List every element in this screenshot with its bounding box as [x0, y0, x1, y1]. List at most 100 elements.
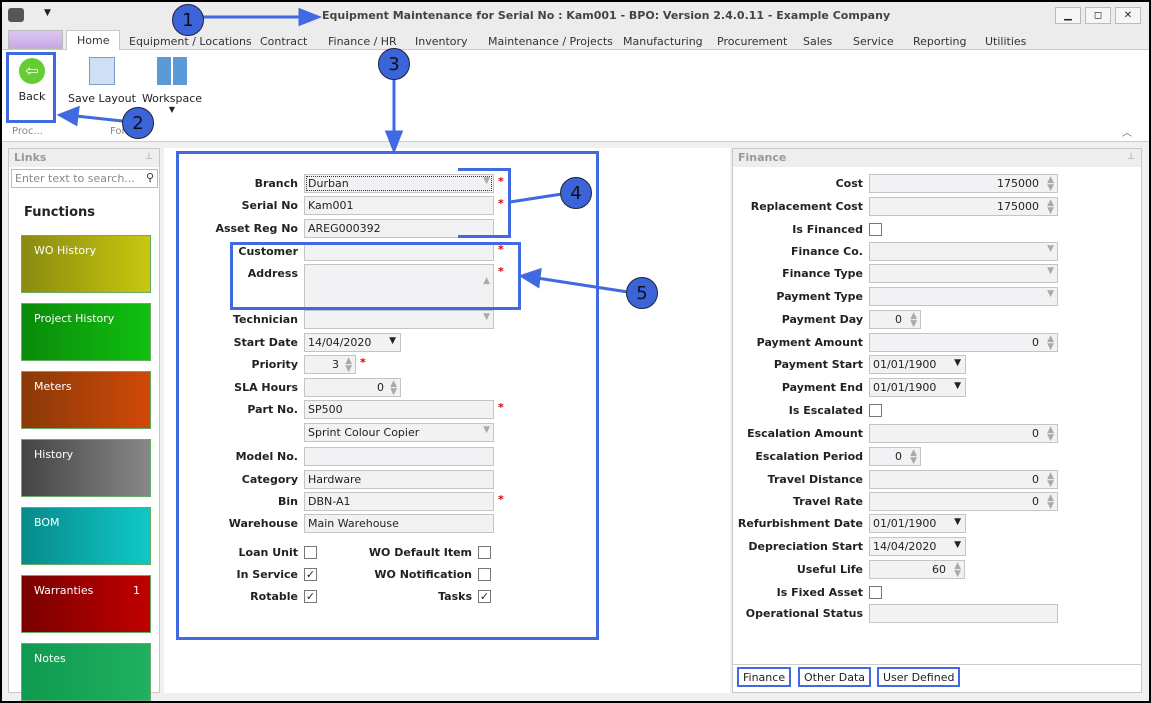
tab-equipment-locations[interactable]: Equipment / Locations [129, 35, 252, 48]
branch-field[interactable]: Durban▼ [304, 174, 494, 193]
is-financed-checkbox[interactable] [869, 223, 882, 236]
useful-life-value: 60 [932, 563, 946, 576]
tile-wo-history[interactable]: WO History [21, 235, 151, 293]
annotation-5: 5 [626, 277, 658, 309]
tile-label: WO History [34, 244, 97, 257]
payment-end-field[interactable]: 01/01/1900▼ [869, 378, 966, 397]
payment-start-value: 01/01/1900 [873, 358, 937, 371]
tile-label: Project History [34, 312, 115, 325]
start-date-field[interactable]: 14/04/2020▼ [304, 333, 401, 352]
serial-no-label: Serial No [241, 199, 298, 212]
maximize-button[interactable]: ◻ [1085, 7, 1111, 24]
wo-notification-checkbox[interactable] [478, 568, 491, 581]
bin-value: DBN-A1 [308, 495, 351, 508]
refurbishment-date-field[interactable]: 01/01/1900▼ [869, 514, 966, 533]
close-button[interactable]: ✕ [1115, 7, 1141, 24]
required-marker: * [498, 197, 504, 210]
tab-finance-hr[interactable]: Finance / HR [328, 35, 397, 48]
part-description-field[interactable]: Sprint Colour Copier▼ [304, 423, 494, 442]
save-layout-icon [89, 57, 115, 85]
travel-distance-field[interactable]: 0▲▼ [869, 470, 1058, 489]
tasks-checkbox[interactable]: ✓ [478, 590, 491, 603]
bin-field[interactable]: DBN-A1 [304, 492, 494, 511]
is-escalated-checkbox[interactable] [869, 404, 882, 417]
rotable-checkbox[interactable]: ✓ [304, 590, 317, 603]
is-escalated-label: Is Escalated [788, 404, 863, 417]
app-menu-button[interactable] [8, 30, 63, 49]
collapse-ribbon-icon[interactable]: ︿ [1122, 128, 1132, 139]
minimize-button[interactable]: ▁ [1055, 7, 1081, 24]
operational-status-field[interactable] [869, 604, 1058, 623]
finance-tab-other-data[interactable]: Other Data [798, 667, 871, 687]
group-process-label: Proc... [12, 126, 43, 137]
ribbon-tabs [2, 28, 1149, 50]
annotation-1: 1 [172, 4, 204, 36]
is-fixed-asset-checkbox[interactable] [869, 586, 882, 599]
useful-life-field[interactable]: 60▲▼ [869, 560, 965, 579]
back-button[interactable]: ⇦ Back [8, 54, 56, 122]
loan-unit-checkbox[interactable] [304, 546, 317, 559]
tile-history[interactable]: History [21, 439, 151, 497]
functions-heading: Functions [24, 205, 96, 220]
escalation-amount-label: Escalation Amount [747, 427, 863, 440]
quick-access-dropdown-icon[interactable]: ▼ [44, 8, 51, 18]
escalation-amount-field[interactable]: 0▲▼ [869, 424, 1058, 443]
finance-co--field[interactable]: ▼ [869, 242, 1058, 261]
tab-home[interactable]: Home [66, 30, 121, 51]
priority-field[interactable]: 3▲▼ [304, 355, 356, 374]
tab-manufacturing[interactable]: Manufacturing [623, 35, 703, 48]
is-financed-label: Is Financed [792, 223, 863, 236]
pin-icon[interactable]: ⊥ [1127, 152, 1135, 162]
save-layout-button[interactable]: Save Layout [68, 54, 136, 105]
finance-tab-user-defined[interactable]: User Defined [877, 667, 961, 687]
tile-meters[interactable]: Meters [21, 371, 151, 429]
address-label: Address [247, 267, 298, 280]
wo-default-item-checkbox[interactable] [478, 546, 491, 559]
tile-label: History [34, 448, 74, 461]
tab-procurement[interactable]: Procurement [717, 35, 788, 48]
sla-hours-field[interactable]: 0▲▼ [304, 378, 401, 397]
cost-field[interactable]: 175000▲▼ [869, 174, 1058, 193]
payment-start-field[interactable]: 01/01/1900▼ [869, 355, 966, 374]
part-no--label: Part No. [247, 403, 298, 416]
depreciation-start-field[interactable]: 14/04/2020▼ [869, 537, 966, 556]
finance-type-field[interactable]: ▼ [869, 264, 1058, 283]
annotation-4: 4 [560, 177, 592, 209]
finance-tab-finance[interactable]: Finance [737, 667, 792, 687]
workspace-button[interactable]: Workspace▼ [140, 54, 204, 114]
replacement-cost-field[interactable]: 175000▲▼ [869, 197, 1058, 216]
pin-icon[interactable]: ⊥ [145, 152, 153, 162]
replacement-cost-label: Replacement Cost [750, 200, 863, 213]
tab-reporting[interactable]: Reporting [913, 35, 967, 48]
category-field[interactable]: Hardware [304, 470, 494, 489]
cost-label: Cost [835, 177, 863, 190]
serial-no-field[interactable]: Kam001 [304, 196, 494, 215]
required-marker: * [498, 493, 504, 506]
travel-distance-value: 0 [1032, 473, 1039, 486]
tab-contract[interactable]: Contract [260, 35, 308, 48]
tab-service[interactable]: Service [853, 35, 894, 48]
payment-type-field[interactable]: ▼ [869, 287, 1058, 306]
payment-day-field[interactable]: 0▲▼ [869, 310, 921, 329]
payment-amount-field[interactable]: 0▲▼ [869, 333, 1058, 352]
tab-sales[interactable]: Sales [803, 35, 833, 48]
tile-notes[interactable]: Notes [21, 643, 151, 701]
tile-project-history[interactable]: Project History [21, 303, 151, 361]
tab-inventory[interactable]: Inventory [415, 35, 468, 48]
travel-rate-field[interactable]: 0▲▼ [869, 492, 1058, 511]
technician-field[interactable]: ▼ [304, 310, 494, 329]
warehouse-value: Main Warehouse [308, 517, 399, 530]
asset-reg-no-field[interactable]: AREG000392 [304, 219, 494, 238]
escalation-period-field[interactable]: 0▲▼ [869, 447, 921, 466]
part-no--field[interactable]: SP500 [304, 400, 494, 419]
branch-value: Durban [308, 177, 349, 190]
tile-bom[interactable]: BOM [21, 507, 151, 565]
tab-maintenance-projects[interactable]: Maintenance / Projects [488, 35, 613, 48]
in-service-checkbox[interactable]: ✓ [304, 568, 317, 581]
is-fixed-asset-label: Is Fixed Asset [776, 586, 863, 599]
tab-utilities[interactable]: Utilities [985, 35, 1027, 48]
warehouse-field[interactable]: Main Warehouse [304, 514, 494, 533]
links-search-input[interactable]: Enter text to search... ⚲ [11, 169, 158, 188]
model-no--field[interactable] [304, 447, 494, 466]
